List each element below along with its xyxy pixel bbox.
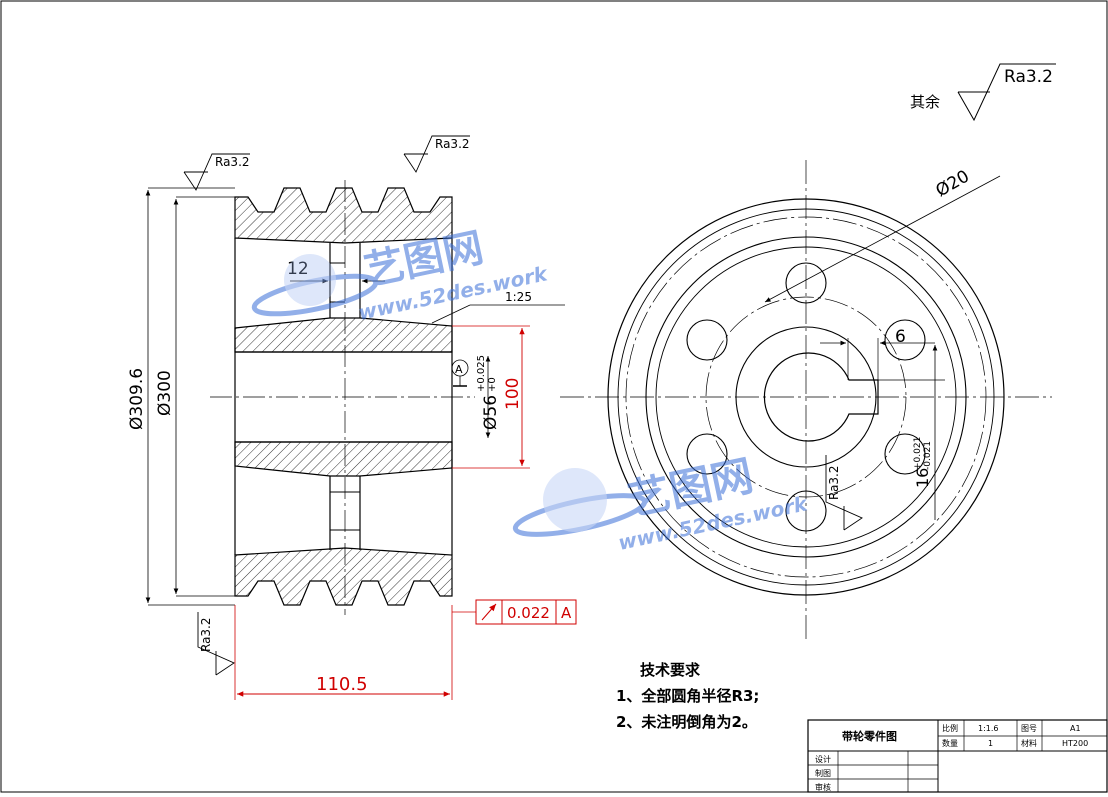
outer-diameter-dimension: Ø309.6 [127,187,235,606]
hole-lower-right [884,433,926,475]
hole-upper-right [884,319,926,361]
svg-text:Ra3.2: Ra3.2 [215,155,250,169]
keyway-tol-lower: -0.021 [923,441,933,470]
taper-callout: 1:25 [431,290,565,324]
hole-upper-left [686,319,728,361]
tech-requirements-title: 技术要求 [640,661,701,679]
svg-text:1: 1 [988,739,993,748]
runout-tolerance-frame: 0.022 A [452,599,577,625]
tech-requirement-item: 2、未注明倒角为2。 [616,713,757,731]
svg-text:1:1.6: 1:1.6 [978,724,999,733]
roughness-top-right: Ra3.2 [403,135,470,173]
keyway-width-dimension: 6 [820,327,935,380]
svg-text:数量: 数量 [942,738,958,748]
title-block: 带轮零件图 比例 1:1.6 图号 A1 数量 1 材料 HT200 设计 制图… [807,719,1108,793]
keyway-depth-label: 16 [913,468,932,488]
hub-length-dimension: 100 [452,325,530,469]
remaining-value: Ra3.2 [1004,67,1053,87]
taper-label: 1:25 [505,290,532,304]
runout-datum: A [561,604,572,622]
tech-requirements: 技术要求 1、全部圆角半径R3; 2、未注明倒角为2。 [616,661,759,731]
total-width-dimension: 110.5 [234,605,453,700]
runout-arrow-icon [481,603,497,621]
svg-text:Ra3.2: Ra3.2 [827,465,841,500]
section-view [210,180,475,615]
rim-top-hatch [234,187,453,244]
datum-a-label: A [455,363,463,376]
roughness-top-left: Ra3.2 [183,153,250,191]
hole-diameter-label: Ø20 [933,167,973,202]
svg-text:材料: 材料 [1021,738,1037,748]
svg-text:A1: A1 [1070,724,1081,733]
roughness-bottom-left: Ra3.2 [197,612,235,676]
svg-text:制图: 制图 [815,768,831,778]
bore-diameter-label: Ø56 [481,395,501,430]
pitch-diameter-label: Ø300 [155,370,175,416]
svg-text:比例: 比例 [942,723,958,733]
drawing-title: 带轮零件图 [842,729,897,743]
tech-requirement-item: 1、全部圆角半径R3; [616,687,759,705]
bore-tol-lower: +0 [487,377,498,392]
hub-top-hatch [234,317,453,353]
front-view [560,160,1052,640]
hole-lower-left [686,433,728,475]
rim-bottom-hatch [234,547,453,606]
keyway-width-label: 6 [895,327,906,347]
pitch-diameter-dimension: Ø300 [155,196,235,597]
remaining-label: 其余 [910,93,940,111]
roughness-bore: Ra3.2 [825,455,863,531]
keyway-depth-dimension: 16 +0.021 -0.021 [878,345,945,520]
hub-length-label: 100 [503,378,523,410]
hub-bottom-hatch [234,441,453,477]
svg-text:Ra3.2: Ra3.2 [199,617,213,652]
total-width-label: 110.5 [316,674,368,695]
runout-value: 0.022 [507,604,550,622]
outer-diameter-label: Ø309.6 [127,368,147,430]
svg-text:Ra3.2: Ra3.2 [435,137,470,151]
svg-text:设计: 设计 [815,754,831,764]
roughness-remaining: 其余 Ra3.2 [910,63,1056,122]
keyway-tol-upper: +0.021 [913,437,923,470]
bore-tol-upper: +0.025 [476,355,487,392]
svg-text:审核: 审核 [815,782,831,792]
svg-text:HT200: HT200 [1062,739,1088,748]
bore-diameter-dimension: Ø56 +0.025 +0 A [451,355,501,438]
svg-text:图号: 图号 [1021,724,1037,733]
groove-width-label: 12 [287,259,309,279]
